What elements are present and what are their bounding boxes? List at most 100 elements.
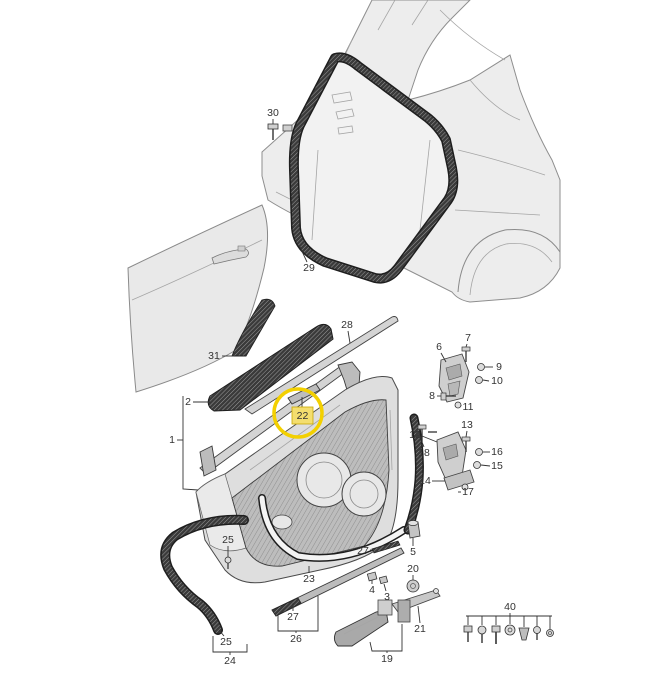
callout-13[interactable]: 13 (461, 419, 473, 438)
callout-4[interactable]: 4 (369, 580, 375, 596)
callout-label-31[interactable]: 31 (208, 350, 220, 362)
callout-label-15[interactable]: 15 (491, 460, 503, 472)
callout-label-25-lower[interactable]: 25 (220, 636, 232, 648)
callout-15[interactable]: 15 (480, 460, 503, 472)
callout-label-20[interactable]: 20 (407, 563, 419, 575)
bolt-30 (267, 123, 279, 140)
callout-label-4[interactable]: 4 (369, 584, 375, 596)
callout-21[interactable]: 21 (414, 605, 426, 635)
exterior-window-trim-strip (207, 323, 334, 412)
plug-5 (407, 520, 421, 539)
front-door-handle (211, 248, 249, 265)
callout-label-30[interactable]: 30 (267, 107, 279, 119)
callout-label-28[interactable]: 28 (341, 319, 353, 331)
clip-3 (378, 575, 389, 585)
callout-label-29[interactable]: 29 (303, 262, 315, 274)
callout-label-13[interactable]: 13 (461, 419, 473, 431)
washer-11 (454, 401, 462, 409)
callout-label-40[interactable]: 40 (504, 601, 516, 613)
callout-20[interactable]: 20 (407, 563, 419, 580)
callout-5[interactable]: 5 (410, 538, 416, 558)
callout-22-highlighted[interactable]: 22 (272, 387, 324, 439)
keyhole-cap (237, 245, 246, 252)
callout-19[interactable]: 19 (369, 624, 403, 665)
callout-label-6[interactable]: 6 (436, 341, 442, 353)
rear-wheel-arch (457, 228, 561, 293)
selection-highlight-ring (272, 387, 324, 439)
callout-40[interactable]: 40 (466, 601, 552, 629)
callout-24[interactable]: 24 (212, 636, 248, 667)
bolt-16 (475, 448, 483, 456)
callout-30[interactable]: 30 (267, 107, 279, 124)
callout-label-27-lower[interactable]: 27 (287, 611, 299, 623)
nut-10 (475, 376, 483, 384)
seal-clip (282, 124, 293, 132)
callout-label-17[interactable]: 17 (462, 486, 474, 498)
callout-25-lower[interactable]: 25 (218, 629, 232, 648)
callout-2[interactable]: 2 (185, 396, 211, 408)
fastener-set-40 (463, 624, 554, 644)
callout-25-upper[interactable]: 25 (222, 534, 234, 557)
bolt-9 (477, 363, 485, 371)
callout-label-12[interactable]: 12 (409, 429, 421, 441)
nut-15 (473, 461, 481, 469)
callout-label-9[interactable]: 9 (496, 361, 502, 373)
callout-6[interactable]: 6 (436, 341, 447, 363)
callouts: 30 29 28 31 2 1 22 (169, 107, 552, 667)
callout-label-24[interactable]: 24 (224, 655, 236, 667)
speaker-cutout-small (341, 471, 387, 517)
callout-27-upper[interactable]: 27 (357, 545, 373, 557)
seal-strip-27-upper (371, 540, 401, 554)
door-edge-weatherstrip (160, 514, 249, 635)
handle-cap (377, 599, 393, 616)
callout-22-box (291, 406, 314, 425)
callout-label-2[interactable]: 2 (185, 396, 191, 408)
callout-18[interactable]: 18 (418, 441, 430, 459)
callout-label-16[interactable]: 16 (491, 446, 503, 458)
callout-label-19[interactable]: 19 (381, 653, 393, 665)
callout-label-8[interactable]: 8 (429, 390, 435, 402)
callout-27-lower[interactable]: 27 (287, 603, 299, 623)
callout-3[interactable]: 3 (383, 583, 390, 603)
window-channel-strip (244, 316, 399, 415)
callout-7[interactable]: 7 (465, 332, 471, 348)
callout-26[interactable]: 26 (277, 596, 319, 645)
front-door-panel (127, 204, 269, 393)
callout-label-7[interactable]: 7 (465, 332, 471, 344)
callout-label-1[interactable]: 1 (169, 434, 175, 446)
callout-label-18[interactable]: 18 (418, 447, 430, 459)
callout-1[interactable]: 1 (169, 396, 199, 491)
callout-label-27-upper[interactable]: 27 (357, 545, 369, 557)
window-seal-part-22 (287, 383, 321, 405)
callout-label-21[interactable]: 21 (414, 623, 426, 635)
exterior-door-handle (333, 599, 393, 647)
callout-23[interactable]: 23 (303, 566, 315, 585)
door-opening-seal (282, 52, 459, 284)
door-inner-seal (258, 494, 408, 562)
callout-label-11[interactable]: 11 (463, 401, 474, 413)
callout-label-5[interactable]: 5 (410, 546, 416, 558)
callout-29[interactable]: 29 (299, 246, 315, 274)
callout-label-22[interactable]: 22 (297, 410, 309, 422)
callout-31[interactable]: 31 (208, 350, 234, 362)
callout-11[interactable]: 11 (460, 401, 474, 413)
callout-16[interactable]: 16 (483, 446, 503, 458)
callout-28[interactable]: 28 (341, 319, 353, 344)
callout-label-25-upper[interactable]: 25 (222, 534, 234, 546)
callout-10[interactable]: 10 (482, 375, 503, 387)
bolt-18 (417, 424, 437, 442)
bolt-8 (440, 392, 456, 401)
callout-8[interactable]: 8 (429, 390, 441, 402)
callout-9[interactable]: 9 (485, 361, 502, 373)
hinge-arm-14 (443, 469, 475, 491)
handle-carrier-21 (391, 588, 441, 623)
clip-4 (366, 571, 378, 582)
callout-label-3[interactable]: 3 (384, 591, 390, 603)
callout-label-14[interactable]: 14 (419, 475, 431, 487)
callout-label-10[interactable]: 10 (491, 375, 503, 387)
callout-12[interactable]: 12 (409, 429, 438, 443)
callout-17[interactable]: 17 (458, 486, 474, 498)
callout-label-23[interactable]: 23 (303, 573, 315, 585)
callout-label-26[interactable]: 26 (290, 633, 302, 645)
callout-14[interactable]: 14 (419, 475, 445, 487)
